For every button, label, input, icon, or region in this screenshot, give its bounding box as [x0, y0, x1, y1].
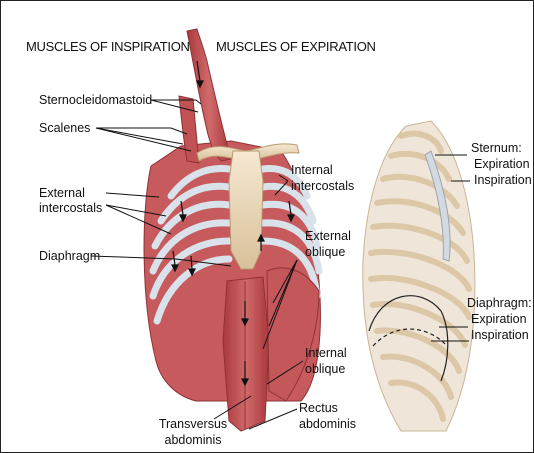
label-transversus-abdominis-line2: abdominis	[153, 433, 233, 447]
label-internal-oblique-line2: oblique	[305, 362, 345, 376]
heading-muscles-of-inspiration: MUSCLES OF INSPIRATION	[26, 40, 190, 54]
heading-muscles-of-expiration: MUSCLES OF EXPIRATION	[216, 40, 376, 54]
rectus-abdominis-muscle	[223, 277, 269, 431]
label-external-oblique-line2: oblique	[305, 245, 345, 259]
label-internal-intercostals-line1: Internal	[291, 163, 333, 177]
label-internal-oblique-line1: Internal	[305, 346, 347, 360]
label-diaphragm: Diaphragm	[39, 249, 100, 263]
label-scalenes: Scalenes	[39, 121, 90, 135]
sternum	[229, 151, 263, 269]
label-rectus-abdominis-line2: abdominis	[299, 417, 356, 431]
label-external-oblique-line1: External	[305, 229, 351, 243]
lateral-ribcage	[363, 121, 475, 431]
label-diaphragm-side-inspiration: Inspiration	[471, 328, 529, 342]
label-transversus-abdominis-line1: Transversus	[153, 417, 233, 431]
label-external-intercostals-line1: External	[39, 186, 85, 200]
anterior-thorax	[144, 29, 320, 431]
label-sternocleidomastoid: Sternocleidomastoid	[39, 93, 152, 107]
label-internal-intercostals-line2: intercostals	[291, 179, 354, 193]
label-external-intercostals-line2: intercostals	[39, 201, 102, 215]
label-sternum-expiration: Expiration	[474, 157, 530, 171]
label-diaphragm-side-title: Diaphragm:	[467, 296, 532, 310]
label-rectus-abdominis-line1: Rectus	[299, 401, 338, 415]
label-sternum-inspiration: Inspiration	[474, 173, 532, 187]
label-sternum-title: Sternum:	[471, 141, 522, 155]
label-diaphragm-side-expiration: Expiration	[471, 312, 527, 326]
